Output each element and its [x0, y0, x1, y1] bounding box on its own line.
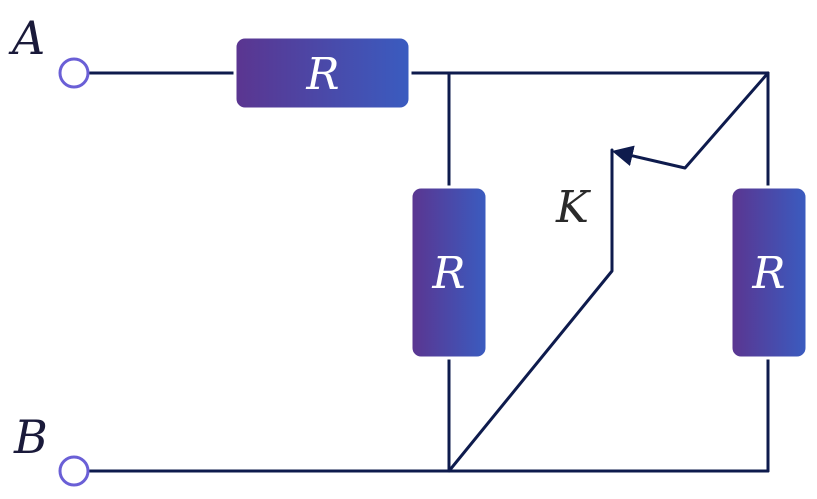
switch-fixed-contact: [447, 148, 614, 473]
resistor-top: [233, 35, 412, 111]
switch-k-label: K: [555, 182, 591, 233]
resistor-right-label: R: [751, 248, 785, 299]
resistor-middle-label: R: [431, 248, 465, 299]
resistor-top-label: R: [305, 49, 339, 100]
terminal-b-icon: [58, 455, 90, 487]
resistor-middle: [409, 185, 489, 360]
terminal-a-label: A: [8, 11, 45, 65]
resistor-right: [729, 185, 809, 360]
switch-blade: [611, 71, 770, 170]
terminal-b-label: B: [13, 410, 48, 464]
terminal-a-icon: [58, 57, 90, 89]
